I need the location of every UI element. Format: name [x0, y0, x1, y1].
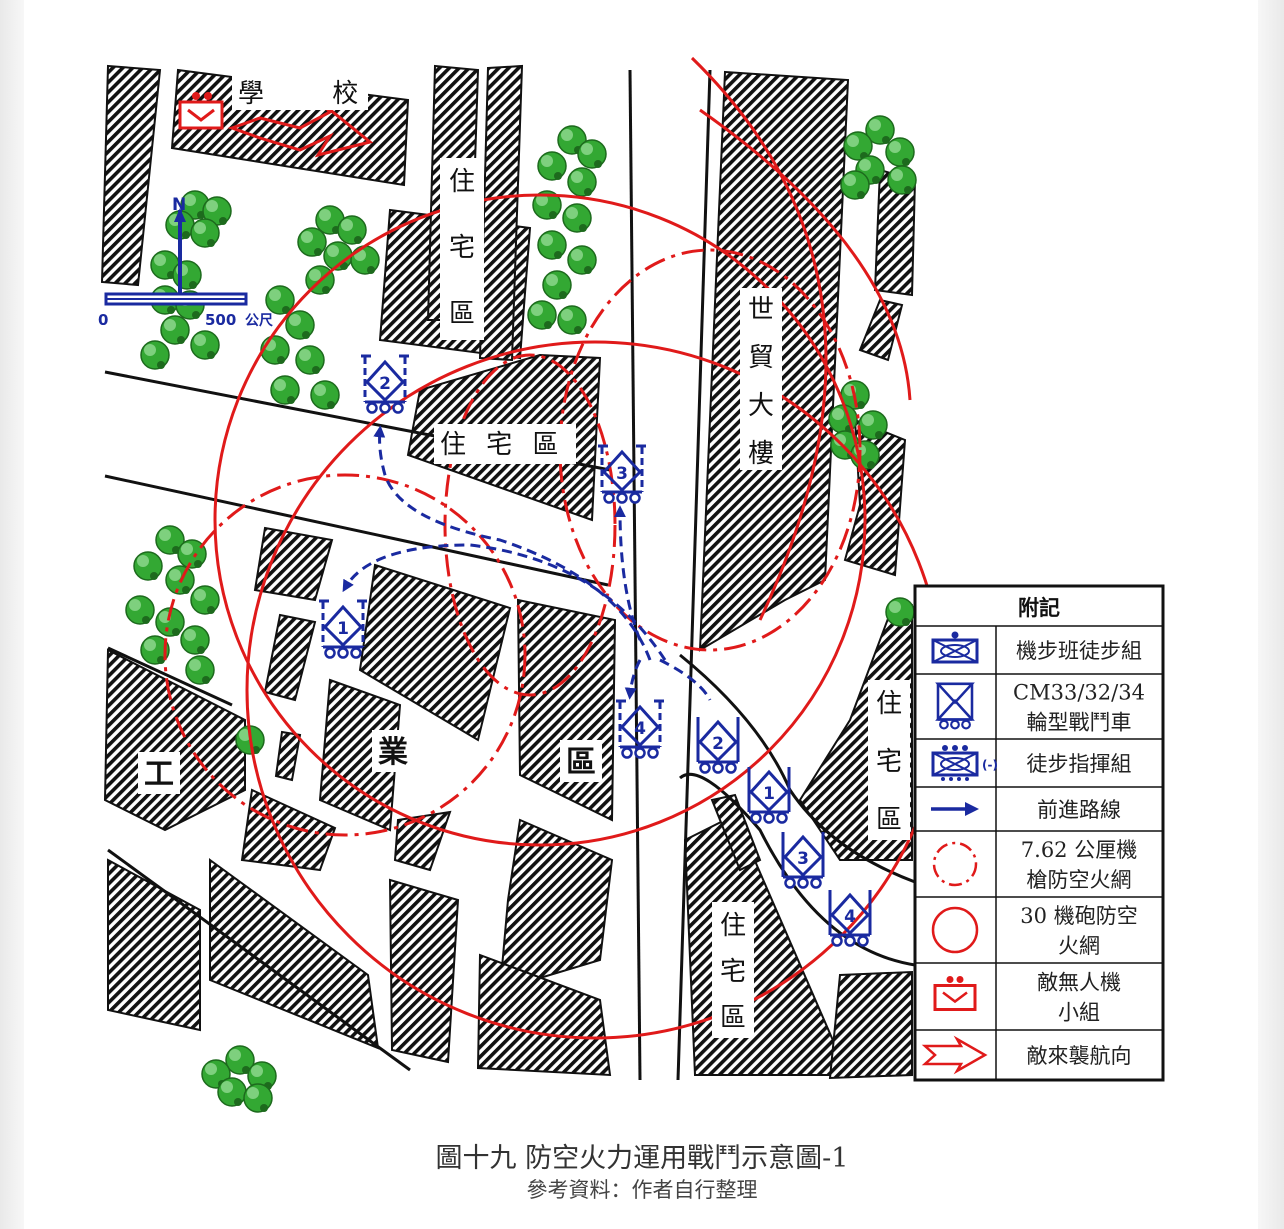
advance-routes	[342, 425, 712, 701]
enemy-drone-team-icon	[933, 976, 977, 1011]
mg-airdefense-net-center	[443, 353, 617, 697]
building	[253, 526, 334, 602]
legend-row-attack-direction: 敵來襲航向	[921, 1035, 1132, 1075]
legend-row-infantry-squad: 機步班徒步組	[915, 631, 1163, 675]
legend-row-text: 30 機砲防空	[1020, 904, 1137, 928]
legend-row-text: 槍防空火網	[1027, 868, 1132, 892]
trees-center-north	[527, 125, 607, 335]
building	[858, 298, 904, 362]
label-residential-nw: 住宅區	[449, 167, 475, 329]
label-residential-south: 住宅區	[720, 911, 746, 1033]
legend-row-text: CM33/32/34	[1013, 681, 1145, 705]
scale-distance: 500	[205, 311, 236, 329]
legend-row-text: 機步班徒步組	[1016, 639, 1142, 663]
legend-row-command-group: (-) 徒步指揮組	[915, 745, 1163, 788]
legend-row-advance-arrow: 前進路線	[915, 798, 1163, 832]
tree-single-east	[885, 597, 915, 627]
mg-airdefense-net-west	[163, 473, 527, 837]
legend-row-text: 徒步指揮組	[1027, 752, 1132, 776]
legend-row-wheeled-vehicle: CM33/32/34 輪型戰鬥車	[915, 681, 1163, 740]
label-industrial-2: 業	[378, 735, 408, 770]
building	[274, 730, 302, 782]
legend-row-text: 7.62 公厘機	[1021, 838, 1137, 862]
vehicle-1-road: 1	[747, 767, 791, 824]
wheeled-vehicle-icon	[935, 682, 975, 730]
mg-airdefense-net-icon	[932, 841, 978, 887]
label-industrial-1: 工	[144, 757, 174, 792]
vehicle-4-road: 4	[828, 890, 872, 947]
label-wtc: 世貿大樓	[748, 295, 774, 469]
building	[263, 613, 317, 702]
attack-direction-icon	[921, 1035, 988, 1075]
vehicle-2-road: 2	[696, 717, 740, 774]
building	[498, 818, 614, 992]
trees-south	[201, 1045, 277, 1113]
scale-zero: 0	[98, 311, 108, 329]
vehicle-2-nw: 2	[361, 354, 409, 414]
page-right-margin	[1258, 0, 1284, 1229]
legend-row-text: 輪型戰鬥車	[1027, 711, 1132, 735]
building	[100, 64, 162, 287]
legend-row-text: 小組	[1058, 1001, 1100, 1025]
legend-row-text: 前進路線	[1037, 798, 1121, 822]
building	[476, 953, 612, 1077]
svg-text:4: 4	[634, 719, 646, 739]
vehicle-1-west: 1	[319, 599, 367, 659]
legend-title: 附記	[1018, 595, 1060, 620]
vehicle-3-road: 3	[781, 832, 825, 889]
building	[358, 563, 512, 742]
trees-nw	[140, 190, 232, 370]
advance-arrow-icon	[931, 802, 979, 816]
building	[107, 858, 201, 1032]
area-labels: 學 校 住宅區 住 宅 區 世貿大樓 住宅區 住宅區 工 業 區	[138, 72, 910, 1038]
gun-airdefense-net-ne-arc	[699, 108, 912, 401]
vehicle-3-center: 3	[598, 444, 646, 504]
figure-caption: 圖十九 防空火力運用戰鬥示意圖-1	[435, 1143, 849, 1174]
building	[393, 810, 452, 872]
building	[318, 678, 402, 832]
building	[388, 878, 460, 1064]
north-label: N	[172, 195, 186, 215]
command-group-suffix: (-)	[982, 758, 998, 772]
label-residential-east: 住宅區	[876, 689, 902, 835]
legend-row-text: 火網	[1058, 934, 1100, 958]
scale-unit: 公尺	[245, 313, 273, 329]
legend-row-text: 敵來襲航向	[1027, 1044, 1132, 1068]
figure-source: 參考資料：作者自行整理	[526, 1178, 758, 1202]
svg-text:1: 1	[763, 784, 775, 804]
svg-text:3: 3	[616, 464, 628, 484]
svg-text:3: 3	[797, 849, 809, 869]
legend-row-text: 敵無人機	[1037, 971, 1121, 995]
enemy-drone-team	[178, 92, 224, 130]
page-left-margin	[0, 0, 24, 1229]
svg-text:1: 1	[337, 619, 349, 639]
infantry-squad-icon	[931, 631, 979, 664]
command-group-icon	[931, 745, 979, 781]
building-industrial-west	[103, 648, 246, 832]
trees-north	[260, 205, 380, 410]
building	[240, 788, 337, 872]
label-residential-mid: 住 宅 區	[440, 430, 565, 460]
gun-airdefense-net-center	[213, 193, 867, 847]
label-industrial-3: 區	[566, 745, 596, 780]
building	[828, 970, 913, 1080]
svg-text:2: 2	[712, 734, 724, 754]
svg-text:4: 4	[844, 907, 856, 927]
building	[209, 858, 380, 1050]
vehicle-4-south: 4	[616, 699, 664, 759]
label-school: 學 校	[238, 79, 388, 109]
building-industrial-area	[516, 598, 617, 822]
scale-bar: N 0 500 公尺	[98, 195, 273, 329]
friendly-units: 2 3 1 4 2 1 3 4	[319, 354, 872, 947]
svg-text:2: 2	[379, 374, 391, 394]
gun-airdefense-net-icon	[931, 906, 979, 954]
gun-airdefense-net-north-arc	[690, 56, 828, 621]
